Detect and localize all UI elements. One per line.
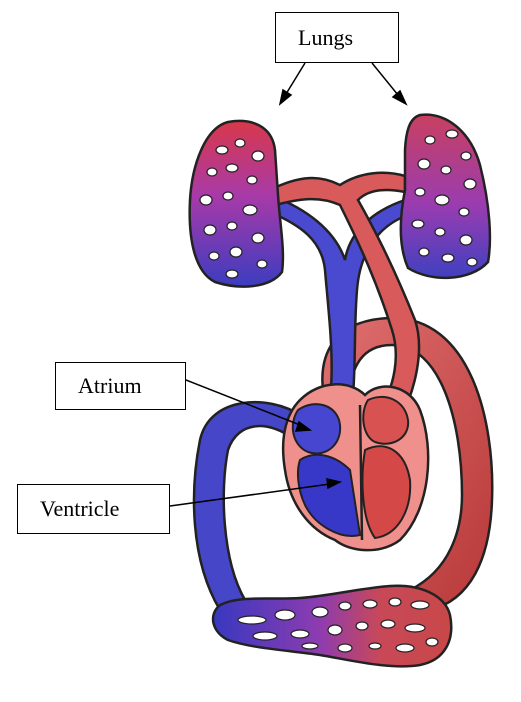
- lungs-label: Lungs: [275, 12, 399, 63]
- heart: [283, 384, 428, 550]
- atrium-label: Atrium: [55, 362, 186, 410]
- lungs-pointer-arrows: [280, 63, 406, 104]
- ventricle-label: Ventricle: [17, 484, 170, 534]
- left-atrium-chamber: [363, 397, 408, 444]
